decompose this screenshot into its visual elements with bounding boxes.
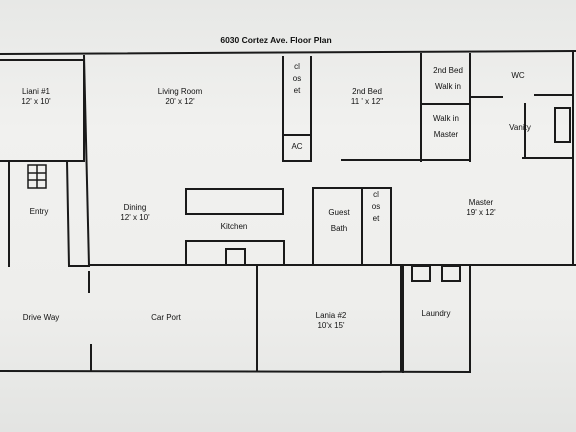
kitchen-counter-bottom — [185, 240, 285, 266]
room-living: Living Room 20' x 12' — [158, 87, 202, 107]
room-liani: Liani #1 12' x 10' — [21, 87, 50, 107]
closet-1-label: closet — [292, 62, 302, 95]
guest-bath-wall — [312, 187, 392, 266]
liani-wall — [0, 59, 85, 162]
room-dining-size: 12' x 10' — [120, 213, 150, 222]
room-vanity: Vanity — [509, 123, 531, 132]
room-master-walkin: Walk in Master — [433, 114, 459, 140]
room-carport: Car Port — [151, 313, 181, 322]
room-driveway: Drive Way — [22, 313, 60, 322]
room-master-walkin-line2: Master — [433, 130, 459, 139]
room-dining-name: Dining — [123, 203, 147, 212]
entry-wall-right — [65, 159, 90, 267]
room-master-size: 19' x 12' — [466, 208, 496, 217]
vanity-sink — [554, 107, 571, 143]
kitchen-counter-island — [185, 188, 284, 215]
room-living-name: Living Room — [157, 87, 203, 96]
room-bed2-walkin-line2: Walk in — [435, 82, 461, 91]
room-master-name: Master — [468, 198, 494, 207]
room-lania2-size: 10'x 15' — [317, 321, 345, 330]
room-master: Master 19' x 12' — [466, 198, 495, 218]
room-master-walkin-line1: Walk in — [433, 114, 459, 123]
room-wc: WC — [511, 71, 525, 80]
ac-label: AC — [291, 142, 303, 151]
room-bed2: 2nd Bed 11 ' x 12" — [351, 87, 383, 107]
room-living-size: 20' x 12' — [165, 97, 195, 106]
room-liani-size: 12' x 10' — [21, 97, 51, 106]
room-dining: Dining 12' x 10' — [120, 203, 149, 223]
dryer — [441, 265, 461, 282]
room-lania2-name: Lania #2 — [315, 311, 347, 320]
room-laundry: Laundry — [421, 309, 451, 318]
washer — [411, 265, 431, 282]
room-bed2-walkin-line1: 2nd Bed — [433, 66, 463, 75]
room-guest-bath: Guest Bath — [328, 208, 349, 234]
plan-title: 6030 Cortez Ave. Floor Plan — [220, 35, 332, 45]
kitchen-sink — [225, 248, 246, 266]
room-kitchen: Kitchen — [220, 222, 248, 231]
room-bed2-name: 2nd Bed — [352, 87, 382, 96]
room-bed2-size: 11 ' x 12" — [350, 97, 384, 106]
room-guest-bath-line2: Bath — [330, 224, 348, 233]
room-lania2: Lania #2 10'x 15' — [316, 311, 347, 331]
living-room-left-wall — [82, 54, 91, 268]
closet-2-label: closet — [371, 190, 381, 223]
room-liani-name: Liani #1 — [21, 87, 51, 96]
lower-bottom-wall — [0, 369, 472, 374]
room-guest-bath-line1: Guest — [328, 208, 350, 217]
room-entry: Entry — [29, 207, 49, 216]
top-exterior-wall — [0, 49, 576, 56]
room-bed2-walkin: 2nd Bed Walk in — [433, 66, 463, 92]
